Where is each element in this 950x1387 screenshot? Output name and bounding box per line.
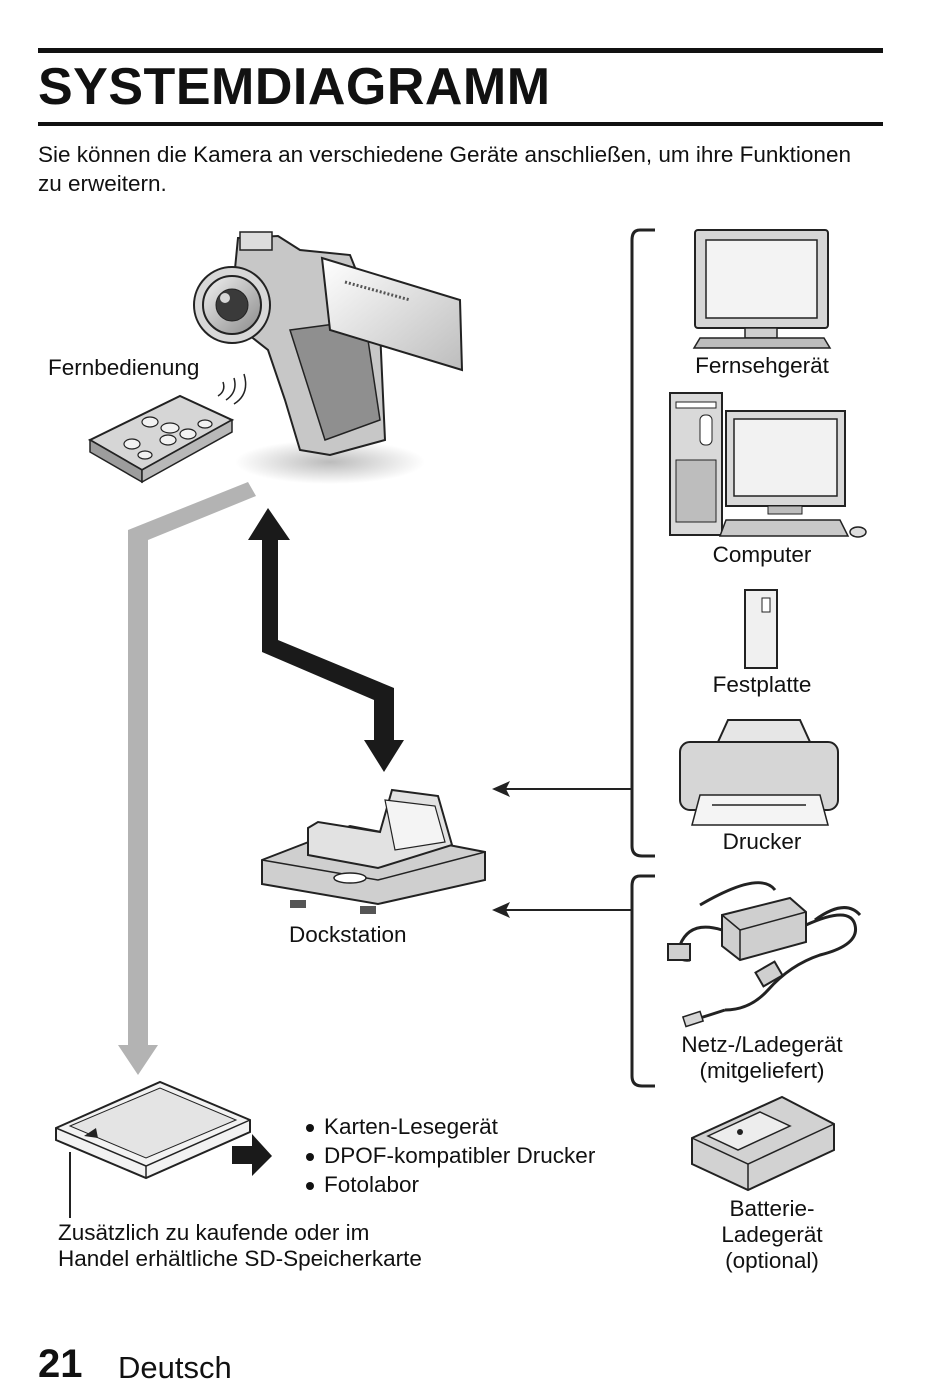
tv-label: Fernsehgerät [695,353,829,378]
dock-station-label: Dockstation [289,922,407,947]
sd-card-caption-line1: Zusätzlich zu kaufende oder im [58,1220,370,1245]
battery-charger-label-line3: (optional) [725,1248,819,1273]
av-pc-connection-arrow [492,781,632,797]
ac-adapter-illustration [667,881,862,1028]
camcorder-illustration [193,231,464,484]
language-label: Deutsch [118,1350,232,1385]
computer-label: Computer [712,542,812,567]
dock-station-illustration [261,788,486,914]
sd-card-caption-line2: Handel erhältliche SD-Speicherkarte [58,1246,422,1271]
power-connection-arrow [492,902,632,918]
top-rule [38,48,883,53]
page-title: SYSTEMDIAGRAMM [38,58,551,116]
card-slot-arrow [118,482,256,1075]
device-group-bracket [630,228,655,858]
dock-connection-arrow [248,508,404,772]
ac-adapter-label-line2: (mitgeliefert) [699,1058,825,1083]
card-uses-list: Karten-Lesegerät DPOF-kompatibler Drucke… [300,1112,595,1199]
page-number: 21 [38,1342,83,1386]
hard-disk-illustration [744,589,778,669]
card-use-item: Karten-Lesegerät [300,1112,595,1141]
sd-card-illustration [55,1080,251,1218]
battery-charger-label-line1: Batterie- [729,1196,815,1221]
battery-charger-illustration [691,1095,835,1192]
printer-label: Drucker [722,829,802,854]
ac-adapter-label: Netz-/Ladegerät (mitgeliefert) [662,1032,862,1084]
card-use-item: Fotolabor [300,1170,595,1199]
computer-illustration [669,392,867,538]
battery-charger-label-line2: Ladegerät [721,1222,823,1247]
hard-disk-label: Festplatte [712,672,812,697]
remote-control-label: Fernbedienung [48,355,200,380]
tv-illustration [692,229,832,349]
title-underline [38,122,883,126]
card-use-item: DPOF-kompatibler Drucker [300,1141,595,1170]
printer-illustration [679,719,839,826]
sd-card-caption: Zusätzlich zu kaufende oder im Handel er… [58,1220,422,1272]
ac-adapter-label-line1: Netz-/Ladegerät [681,1032,843,1057]
intro-text: Sie können die Kamera an verschiedene Ge… [38,142,851,196]
remote-control-illustration [87,373,247,484]
battery-charger-label: Batterie- Ladegerät (optional) [672,1196,872,1274]
power-group-bracket [630,874,655,1088]
card-uses-arrow [232,1134,272,1176]
